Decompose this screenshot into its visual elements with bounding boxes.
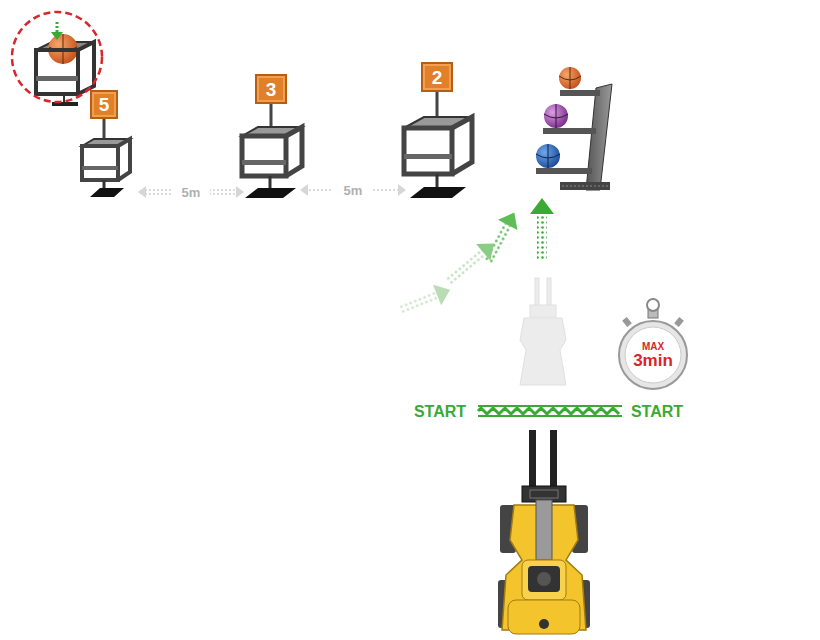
distance-label: 5m — [342, 183, 365, 198]
start-label: START — [412, 403, 468, 421]
sign-number: 5 — [99, 95, 110, 114]
ball-rack — [536, 67, 612, 190]
path-arrows — [396, 198, 554, 320]
sign-number: 3 — [266, 80, 277, 99]
number-sign: 5 — [90, 90, 118, 119]
stand-3 — [242, 103, 302, 198]
wheel-loader — [498, 430, 590, 634]
target-cube — [12, 12, 102, 106]
stopwatch-face: MAX3min — [625, 327, 681, 383]
number-sign: 3 — [255, 74, 287, 104]
sign-number: 2 — [432, 68, 443, 87]
stand-5 — [82, 117, 130, 197]
distance-label: 5m — [180, 185, 203, 200]
stopwatch — [619, 299, 687, 389]
stand-2 — [404, 92, 472, 198]
time-limit-value: 3min — [633, 352, 673, 369]
start-line — [478, 405, 622, 417]
ghost-loader — [520, 278, 566, 385]
distance-arrows — [138, 184, 406, 198]
number-sign: 2 — [421, 62, 453, 92]
time-limit-label: MAX — [642, 341, 664, 352]
start-label: START — [629, 403, 685, 421]
